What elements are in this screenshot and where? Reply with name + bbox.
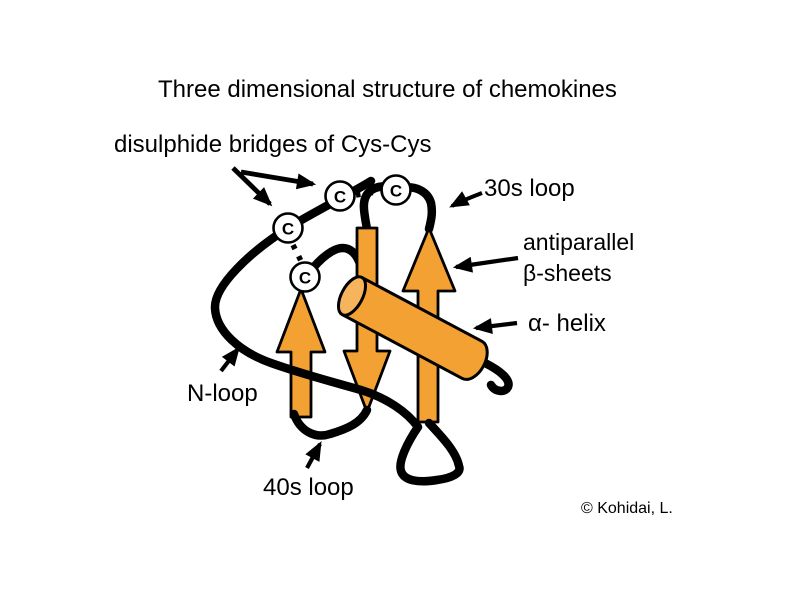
alpha-helix-label: α- helix [528,310,606,337]
disulphide-bond-dots-left [290,243,305,265]
antiparallel-beta-sheets-label: antiparallel β-sheets [523,227,634,289]
backbone-40s-loop [289,405,372,440]
cysteine-letter: C [334,188,346,207]
loop-30s-pointer-arrow [449,191,483,208]
cysteine-circle-2: C [324,180,356,212]
slide-title: Three dimensional structure of chemokine… [158,76,617,103]
backbone-helix-tail [480,358,513,396]
beta-strand-arrow-1 [275,287,327,419]
loop-40s-label: 40s loop [263,474,354,501]
loop-40s-pointer-arrow [305,441,322,470]
cysteine-circle-1: C [272,212,304,244]
alpha-helix-body [340,275,489,381]
disulphide-pointer-arrow-2 [240,169,317,190]
alpha-helix-end-cap [336,275,368,317]
cysteine-circle-4: C [289,261,321,293]
n-loop-pointer-arrow [219,346,240,373]
cysteine-circle-3: C [380,174,412,206]
antiparallel-line1: antiparallel [523,229,635,255]
cysteine-letter: C [390,182,402,201]
alpha-helix-pointer-arrow [472,318,518,335]
copyright-notice: © Kohidai, L. [581,500,673,517]
n-loop-label: N-loop [187,380,258,407]
cysteine-letter: C [299,269,311,288]
disulphide-pointer-arrow-1 [231,166,273,207]
cysteine-letter: C [282,220,294,239]
loop-30s-label: 30s loop [484,175,575,202]
alpha-helix-cylinder [336,275,489,381]
disulphide-bridges-label: disulphide bridges of Cys-Cys [114,131,432,158]
antiparallel-line2: β-sheets [523,260,612,286]
beta-sheets-pointer-arrow [452,255,519,273]
disulphide-bond-dots-top [355,188,384,198]
backbone-n-loop-path [210,176,464,486]
